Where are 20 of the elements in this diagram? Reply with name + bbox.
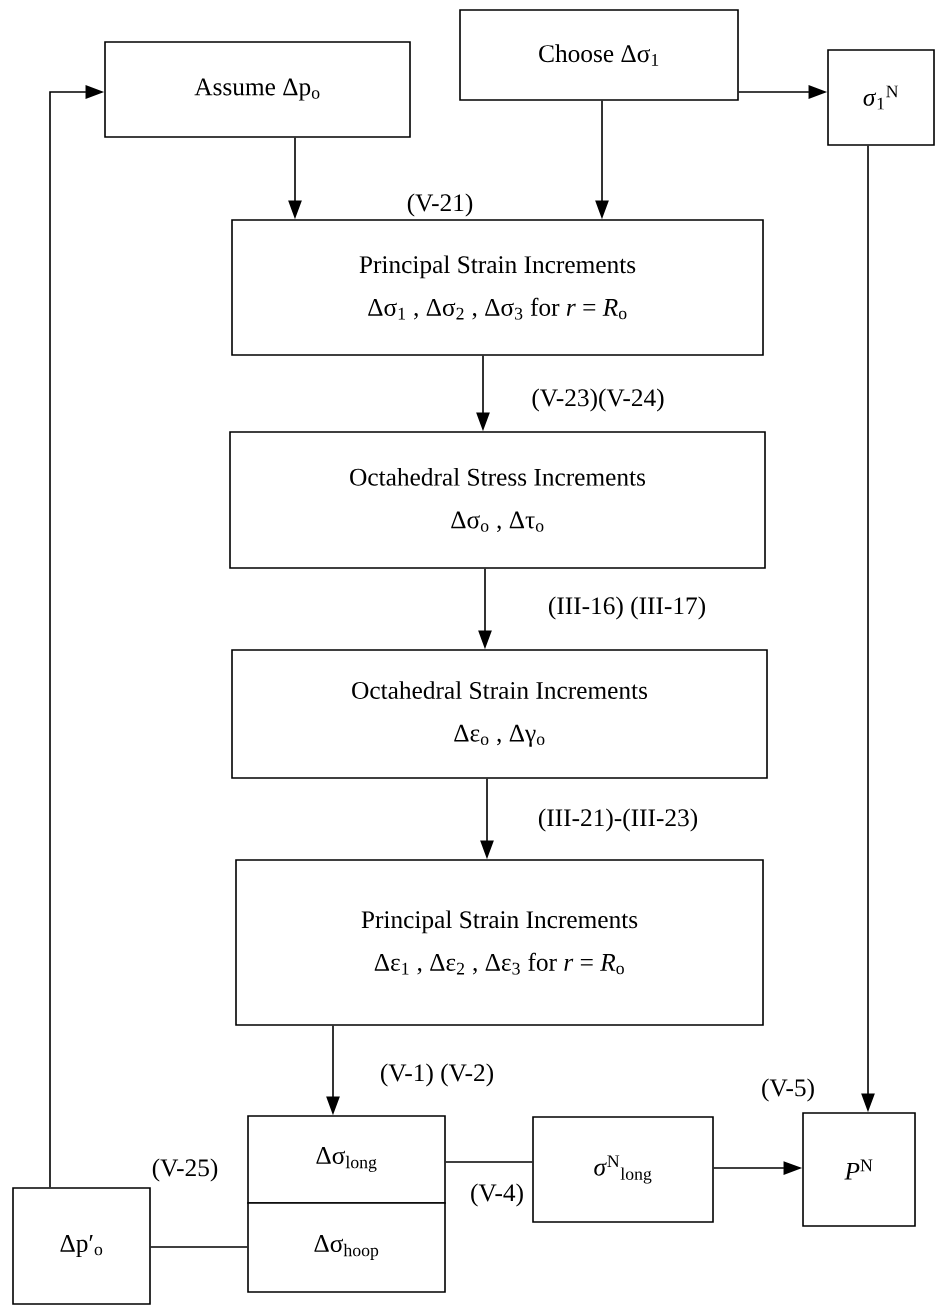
process-box: Δσ$_{hoop}$ <box>247 1202 446 1293</box>
process-box: Assume Δp$_{o}$ <box>104 41 411 138</box>
process-box: Principal Strain Increments Δε$_{1}$ , Δε$_{2}$ , Δε$_{3}$ for r = R$_{o}$ <box>235 859 764 1026</box>
process-box: Choose Δσ$_{1}$ <box>459 9 739 101</box>
edge-label: (III-16) (III-17) <box>546 595 708 621</box>
process-box: Octahedral Stress Increments Δσ$_{o}$ , Δτ$_{o}$ <box>229 431 766 569</box>
edge-label: (V-4) <box>468 1182 526 1208</box>
process-box: P$^{N}$ <box>802 1112 916 1227</box>
equation-reference: (V-25) <box>152 1158 218 1182</box>
equation-reference: (V-21) <box>407 193 473 217</box>
edge-label: (III-21)-(III-23) <box>536 807 700 833</box>
equation-reference: (V-5) <box>762 1078 814 1102</box>
edge-label: (V-23)(V-24) <box>530 387 666 413</box>
process-box: Δp′$_{o}$ <box>12 1187 151 1305</box>
process-box: Octahedral Strain Increments Δε$_{o}$ , Δγ$_{o}$ <box>231 649 768 779</box>
process-box: σ$_{1}$N <box>827 49 935 146</box>
process-box: Principal Strain Increments Δσ$_{1}$ , Δσ$_{2}$ , Δσ$_{3}$ for r = R$_{o}$ <box>231 219 764 356</box>
process-box: σ$^{N}$long <box>532 1116 714 1223</box>
edge-label: (V-1) (V-2) <box>378 1062 496 1088</box>
process-box: Δσ$_{long}$ <box>247 1115 446 1204</box>
